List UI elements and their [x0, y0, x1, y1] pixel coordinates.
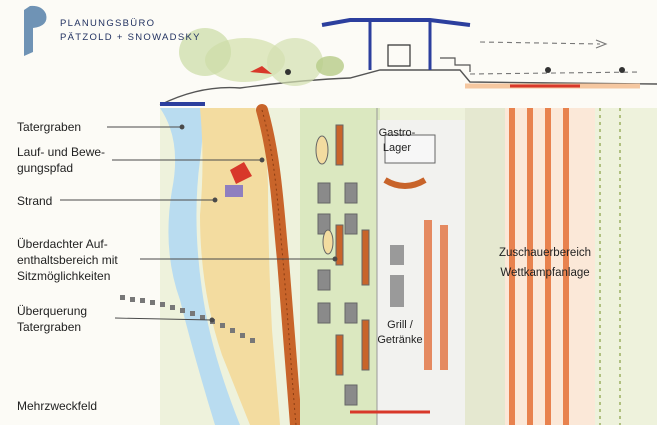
paved-plaza [377, 120, 467, 425]
bench-row [440, 225, 448, 370]
tatergraben-water [160, 108, 240, 425]
tree-icon [267, 38, 323, 86]
label-mehrzweckfeld: Mehrzweckfeld [17, 399, 98, 413]
grill-stand-icon [387, 44, 411, 67]
spectator-lawn [465, 108, 505, 425]
running-lanes [509, 108, 569, 425]
plan-view [120, 104, 657, 425]
label-wettkampfanlage: Wettkampfanlage [500, 267, 590, 279]
stepping-stones [120, 295, 255, 343]
brand-line-2: PÄTZOLD + SNOWADSKY [60, 32, 201, 43]
tree-icon [179, 28, 231, 76]
label-strand: Strand [17, 194, 53, 208]
label-ueberquerung: Überquerung Tatergraben [17, 304, 88, 334]
bench-row [424, 220, 432, 370]
label-aufenthalt: Überdachter Auf- enthaltsbereich mit Sit… [17, 237, 118, 283]
person-icon [619, 67, 625, 73]
roof-section [321, 18, 471, 27]
bush-icon [316, 56, 344, 76]
p-logo-icon [24, 5, 47, 56]
brand-line-1: PLANUNGSBÜRO [60, 18, 156, 29]
seat-arc [383, 177, 427, 189]
grill-block [390, 245, 404, 265]
umbrella-icon [230, 162, 252, 184]
label-gastro-lager: Gastro- Lager [378, 127, 416, 154]
canopy-rows [315, 124, 370, 406]
beach-cabin-icon [225, 185, 243, 197]
person-icon [285, 69, 291, 75]
label-laufpfad: Lauf- und Bewe- gungspfad [17, 145, 106, 175]
section-view [0, 0, 657, 106]
label-grill-getraenke: Grill / Getränke [377, 319, 423, 346]
umbrella-icon [250, 66, 272, 74]
label-zuschauerbereich: Zuschauerbereich [498, 247, 592, 259]
leader-lines [60, 124, 338, 323]
label-tatergraben: Tatergraben [17, 120, 82, 134]
brand-text: PLANUNGSBÜRO PÄTZOLD + SNOWADSKY [60, 17, 201, 45]
grill-block [390, 275, 404, 307]
person-icon [545, 67, 551, 73]
gastro-store [384, 134, 436, 164]
beach-area [200, 108, 280, 425]
